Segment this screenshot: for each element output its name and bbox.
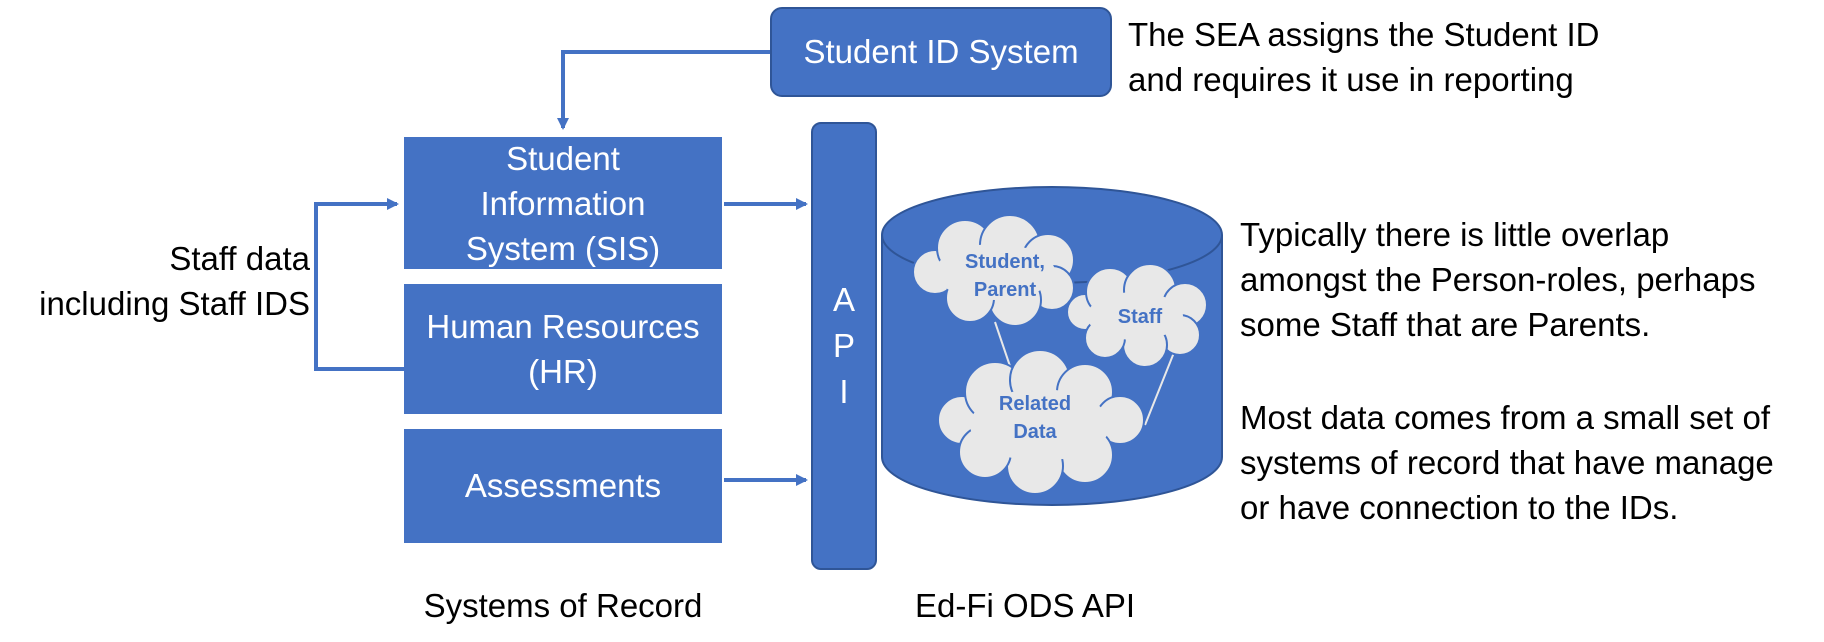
assessments-label: Assessments: [464, 467, 662, 504]
api-letter-a: A: [832, 281, 855, 318]
student-id-system-label: Student ID System: [803, 33, 1079, 70]
student-id-to-sis-arrow: [557, 50, 770, 130]
systems-of-record-caption: Systems of Record: [423, 587, 703, 624]
systems-note-line-1: Most data comes from a small set of: [1240, 399, 1771, 436]
systems-note-line-3: or have connection to the IDs.: [1240, 489, 1679, 526]
sis-label-line-1: Student: [506, 139, 620, 177]
api-letter-p: P: [832, 327, 855, 364]
overlap-note-line-2: amongst the Person-roles, perhaps: [1240, 261, 1756, 298]
cloud-student-label-line-1: Student,: [965, 251, 1045, 273]
cloud-staff-label: Staff: [1117, 306, 1163, 328]
hr-label-line-2: (HR): [528, 353, 598, 390]
cloud-student-parent: [912, 214, 1075, 327]
hr-label-line-1: Human Resources: [426, 308, 700, 345]
cloud-student-parent-label: Student, Parent: [930, 248, 1080, 304]
api-bar: A P I: [811, 122, 877, 570]
overlap-note-line-1: Typically there is little overlap: [1240, 216, 1670, 253]
hr-box: Human Resources (HR): [404, 284, 722, 414]
staff-data-note: Staff data including Staff IDS: [20, 236, 310, 326]
hr-to-sis-staff-arrow: [314, 198, 404, 371]
cloud-related-label-line-1: Related: [998, 393, 1072, 415]
api-letter-i: I: [839, 373, 849, 410]
systems-note: Most data comes from a small set of syst…: [1240, 395, 1820, 530]
staff-note-line-1: Staff data: [169, 240, 310, 277]
staff-note-line-2: including Staff IDS: [39, 285, 310, 322]
cloud-related-label-line-2: Data: [1013, 421, 1057, 443]
cloud-link-student-related: [994, 321, 1013, 373]
cloud-link-staff-related: [1144, 349, 1176, 426]
cloud-related-data-label: Related Data: [960, 390, 1110, 446]
sea-note-line-1: The SEA assigns the Student ID: [1128, 16, 1600, 53]
assessments-box: Assessments: [404, 429, 722, 543]
student-id-system-box: Student ID System: [770, 7, 1112, 97]
edfi-ods-api-caption: Ed-Fi ODS API: [914, 587, 1136, 624]
cloud-staff: [1066, 263, 1208, 368]
overlap-note: Typically there is little overlap amongs…: [1240, 212, 1820, 347]
sis-label-line-2: Information: [480, 184, 646, 222]
sea-note: The SEA assigns the Student ID and requi…: [1128, 12, 1688, 102]
overlap-note-line-3: some Staff that are Parents.: [1240, 306, 1651, 343]
cloud-related-data: [937, 349, 1145, 495]
cloud-student-label-line-2: Parent: [973, 279, 1037, 301]
sea-note-line-2: and requires it use in reporting: [1128, 61, 1574, 98]
sis-box: Student Information System (SIS): [404, 137, 722, 269]
systems-note-line-2: systems of record that have manage: [1240, 444, 1774, 481]
sis-label-line-3: System (SIS): [465, 229, 661, 267]
